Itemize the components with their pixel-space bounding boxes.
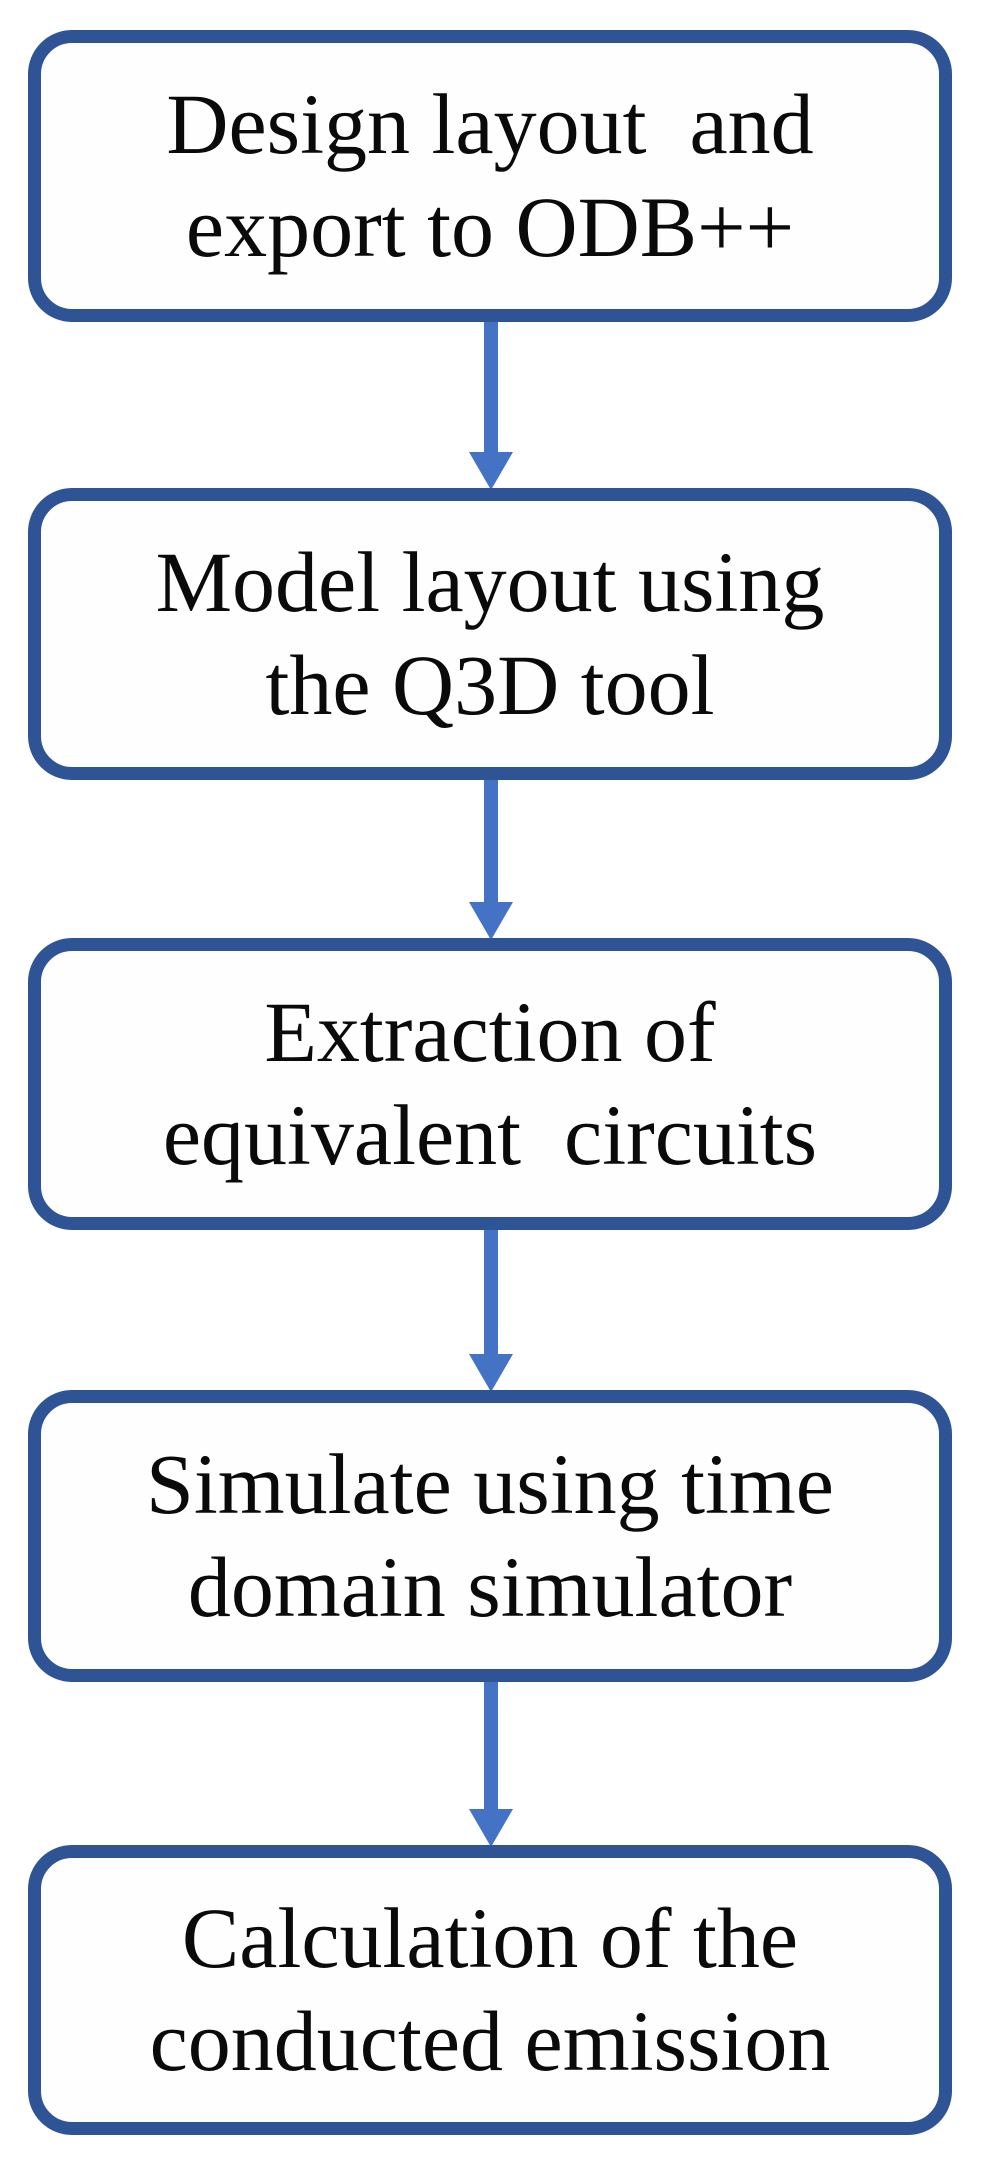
flow-step-simulate: Simulate using time domain simulator <box>28 1390 952 1682</box>
flow-step-3-line-1: Extraction of <box>264 984 716 1080</box>
flow-step-calculation: Calculation of the conducted emission <box>28 1845 952 2135</box>
arrow-head-icon <box>469 1809 513 1847</box>
flow-arrow-3 <box>469 1230 513 1392</box>
arrow-stem <box>484 322 498 452</box>
arrow-stem <box>484 1230 498 1354</box>
arrow-stem <box>484 1682 498 1809</box>
flow-step-3-line-2: equivalent circuits <box>162 1087 818 1183</box>
flow-arrow-4 <box>469 1682 513 1847</box>
flow-step-1-line-2: export to ODB++ <box>185 179 795 275</box>
flow-step-5-line-1: Calculation of the <box>181 1890 799 1986</box>
arrow-stem <box>484 780 498 902</box>
arrow-head-icon <box>469 452 513 490</box>
arrow-head-icon <box>469 1354 513 1392</box>
flow-step-model-layout: Model layout using the Q3D tool <box>28 488 952 780</box>
flow-step-2-line-1: Model layout using <box>155 534 825 630</box>
flow-step-5-line-2: conducted emission <box>149 1993 831 2089</box>
flow-step-4-line-2: domain simulator <box>187 1539 793 1635</box>
arrow-head-icon <box>469 902 513 940</box>
flow-arrow-1 <box>469 322 513 490</box>
flow-step-design-layout: Design layout and export to ODB++ <box>28 30 952 322</box>
flow-step-1-line-1: Design layout and <box>166 76 814 172</box>
flow-step-2-line-2: the Q3D tool <box>265 637 715 733</box>
flow-step-extraction: Extraction of equivalent circuits <box>28 938 952 1230</box>
flow-arrow-2 <box>469 780 513 940</box>
flow-step-4-line-1: Simulate using time <box>146 1436 834 1532</box>
